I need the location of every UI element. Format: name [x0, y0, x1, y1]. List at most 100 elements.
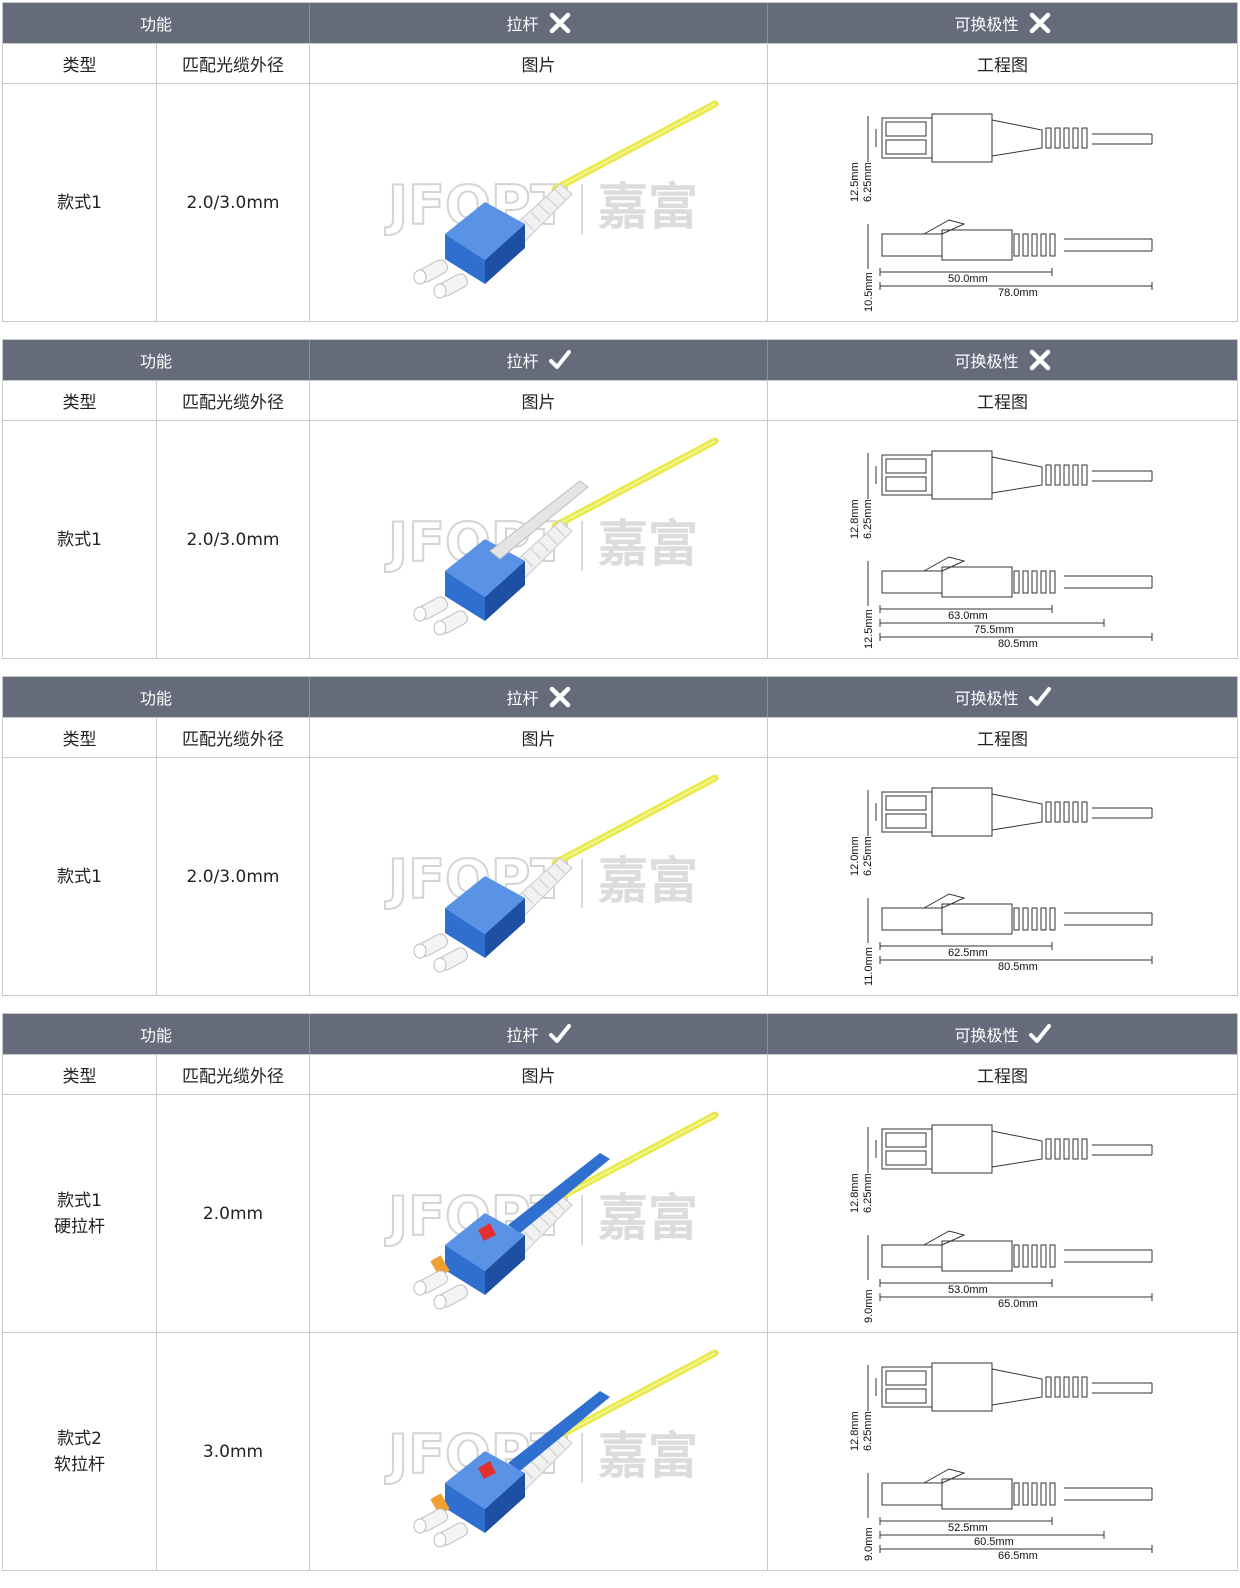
column-header-row: 类型匹配光缆外径图片工程图	[3, 717, 1237, 757]
column-header-diameter: 匹配光缆外径	[156, 381, 309, 420]
dim-top-height: 12.8mm	[849, 499, 861, 539]
header-pull-tab-label: 拉杆	[506, 1026, 539, 1045]
dim-top-height: 12.8mm	[849, 1173, 861, 1213]
dim-length: 65.0mm	[998, 1298, 1038, 1310]
check-icon	[1028, 687, 1051, 706]
type-line: 款式1	[57, 192, 102, 213]
dim-top-height: 12.0mm	[849, 836, 861, 876]
cell-type: 款式1	[3, 84, 156, 321]
column-header-diameter: 匹配光缆外径	[156, 718, 309, 757]
column-header-diameter: 匹配光缆外径	[156, 1055, 309, 1094]
dim-top-pitch: 6.25mm	[862, 162, 874, 202]
header-function: 功能	[139, 689, 172, 708]
dim-top-height: 12.8mm	[849, 1411, 861, 1451]
dim-top-pitch: 6.25mm	[862, 499, 874, 539]
type-line: 款式1	[57, 1190, 102, 1211]
cell-diameter: 3.0mm	[156, 1333, 309, 1570]
header-pull-tab: 拉杆	[309, 340, 767, 380]
column-header-diameter: 匹配光缆外径	[156, 44, 309, 83]
check-icon	[548, 350, 571, 369]
header-row: 功能 拉杆 可换极性	[3, 3, 1237, 43]
check-icon	[1028, 1024, 1051, 1043]
dim-length: 66.5mm	[998, 1550, 1038, 1562]
header-row: 功能 拉杆 可换极性	[3, 340, 1237, 380]
header-polarity: 可换极性	[767, 1014, 1237, 1054]
check-icon	[548, 1024, 571, 1043]
header-polarity: 可换极性	[767, 340, 1237, 380]
column-header-type: 类型	[62, 393, 97, 413]
cell-type: 款式1	[3, 421, 156, 658]
column-header-image: 图片	[309, 718, 767, 757]
header-function: 功能	[139, 352, 172, 371]
cell-diameter: 2.0/3.0mm	[156, 421, 309, 658]
dim-length: 50.0mm	[948, 273, 988, 285]
column-header-row: 类型 匹配光缆外径图片工程图	[3, 43, 1237, 83]
column-header-drawing: 工程图	[767, 1055, 1237, 1094]
dim-length: 78.0mm	[998, 287, 1038, 299]
header-pull-tab-label: 拉杆	[506, 689, 539, 708]
dim-length: 60.5mm	[974, 1536, 1014, 1548]
brand-watermark-cn: 嘉富	[598, 852, 698, 910]
column-header-type: 类型	[62, 730, 97, 750]
brand-watermark-cn: 嘉富	[598, 515, 698, 573]
header-polarity-label: 可换极性	[954, 352, 1019, 371]
header-pull-tab: 拉杆	[309, 677, 767, 717]
header-pull-tab: 拉杆	[309, 1014, 767, 1054]
column-header-drawing: 工程图	[767, 44, 1237, 83]
dim-length: 63.0mm	[948, 610, 988, 622]
header-function: 功能	[139, 1026, 172, 1045]
header-polarity: 可换极性	[767, 3, 1237, 43]
column-header-image: 图片	[309, 44, 767, 83]
dim-side-height: 12.5mm	[863, 609, 875, 649]
column-header-drawing: 工程图	[767, 381, 1237, 420]
header-polarity: 可换极性	[767, 677, 1237, 717]
dim-top-pitch: 6.25mm	[862, 1411, 874, 1451]
type-line: 软拉杆	[54, 1454, 105, 1475]
dim-side-height: 9.0mm	[863, 1289, 875, 1323]
cross-icon	[549, 686, 570, 708]
dim-length: 62.5mm	[948, 947, 988, 959]
cell-diameter: 2.0mm	[156, 1095, 309, 1332]
dim-length: 52.5mm	[948, 1522, 988, 1534]
header-function: 功能	[139, 15, 172, 34]
dim-side-height: 9.0mm	[863, 1527, 875, 1561]
column-header-row: 类型匹配光缆外径图片工程图	[3, 380, 1237, 420]
dim-length: 80.5mm	[998, 638, 1038, 650]
brand-watermark-cn: 嘉富	[598, 178, 698, 236]
header-polarity-label: 可换极性	[954, 15, 1019, 34]
cell-type: 款式1	[3, 758, 156, 995]
column-header-type: 类型	[62, 56, 97, 76]
header-row: 功能 拉杆 可换极性	[3, 677, 1237, 717]
header-polarity-label: 可换极性	[954, 689, 1019, 708]
dim-side-height: 11.0mm	[863, 947, 875, 986]
dim-length: 75.5mm	[974, 624, 1014, 636]
column-header-image: 图片	[309, 1055, 767, 1094]
dim-length: 53.0mm	[948, 1284, 988, 1296]
column-header-type: 类型	[62, 1067, 97, 1087]
header-pull-tab-label: 拉杆	[506, 15, 539, 34]
dim-top-height: 12.5mm	[849, 162, 861, 202]
